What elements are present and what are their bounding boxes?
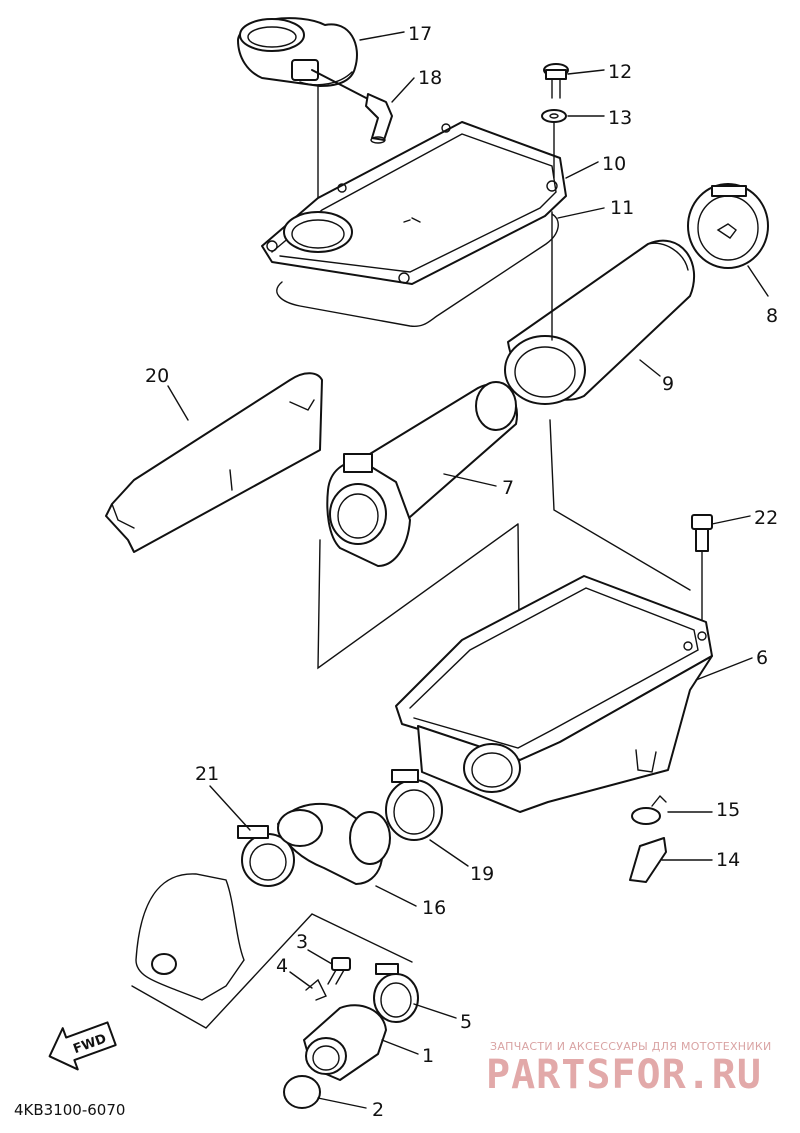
part-7-filter-guide [326, 381, 518, 567]
part-16-joint [277, 802, 391, 885]
callout-leader-19 [429, 839, 469, 867]
callout-label-3: 3 [296, 931, 308, 953]
callout-label-14: 14 [716, 849, 740, 871]
watermark-tagline: ЗАПЧАСТИ И АКСЕССУАРЫ ДЛЯ МОТОТЕХНИКИ [490, 1040, 772, 1053]
watermark-brand: PARTSFOR.RU [486, 1052, 762, 1098]
part-9-filter-element [504, 239, 696, 405]
part-13-washer [541, 109, 567, 123]
callout-leader-6 [695, 657, 753, 681]
diagram-code: 4KB3100-6070 [14, 1101, 125, 1119]
callout-label-15: 15 [716, 799, 740, 821]
part-6-airbox-case [395, 575, 713, 813]
callout-label-7: 7 [502, 477, 514, 499]
callout-leader-21 [209, 785, 251, 831]
part-12-screw [543, 63, 569, 99]
callout-leader-12 [567, 69, 605, 75]
callout-leader-7 [443, 473, 497, 487]
part-15-clip [631, 794, 667, 825]
callout-label-1: 1 [422, 1045, 434, 1067]
callout-label-20: 20 [145, 365, 169, 387]
callout-label-19: 19 [470, 863, 494, 885]
callout-label-18: 18 [418, 67, 442, 89]
part-22-bolt [691, 514, 713, 641]
callout-leader-16 [375, 885, 417, 907]
callout-label-22: 22 [754, 507, 778, 529]
part-18-elbow-hose [311, 69, 393, 144]
part-10-airbox-cover [261, 121, 567, 285]
callout-label-6: 6 [756, 647, 768, 669]
part-20-plate [105, 372, 323, 553]
part-14-drain-cap [629, 837, 667, 883]
callout-leader-2 [317, 1097, 367, 1109]
callout-label-12: 12 [608, 61, 632, 83]
part-19-clamp [385, 769, 443, 841]
callout-label-4: 4 [276, 955, 288, 977]
callout-label-8: 8 [766, 305, 778, 327]
callout-leader-10 [565, 161, 599, 179]
callout-leader-20 [167, 385, 189, 421]
callout-label-13: 13 [608, 107, 632, 129]
callout-label-2: 2 [372, 1099, 384, 1121]
callout-leader-22 [711, 515, 751, 525]
part-11-gasket [276, 213, 559, 328]
callout-leader-11 [557, 207, 605, 219]
callout-leader-3 [307, 949, 333, 965]
callout-leader-9 [639, 359, 661, 377]
part-5-clamp [373, 963, 419, 1023]
watermark: ЗАПЧАСТИ И АКСЕССУАРЫ ДЛЯ МОТОТЕХНИКИ PA… [486, 1040, 772, 1098]
carburetor-outline [131, 873, 413, 1029]
callout-label-5: 5 [460, 1011, 472, 1033]
callout-leader-8 [747, 265, 769, 297]
part-4-clip [305, 978, 327, 1001]
callout-leader-1 [381, 1039, 419, 1055]
callout-label-17: 17 [408, 23, 432, 45]
part-1-carb-joint [303, 1004, 387, 1081]
callout-label-10: 10 [602, 153, 626, 175]
callout-leader-4 [289, 971, 313, 989]
callout-label-16: 16 [422, 897, 446, 919]
callout-leader-5 [413, 1003, 457, 1019]
part-3-screw [327, 957, 351, 985]
part-8-end-cap [687, 183, 769, 269]
part-21-clamp [237, 825, 295, 887]
callout-leader-17 [359, 31, 405, 41]
callout-label-11: 11 [610, 197, 634, 219]
callout-label-9: 9 [662, 373, 674, 395]
callout-label-21: 21 [195, 763, 219, 785]
fwd-arrow: FWD [48, 1021, 117, 1071]
part-2-o-ring [283, 1075, 321, 1109]
callout-leader-18 [391, 77, 415, 103]
part-17-intake-cap [237, 17, 358, 87]
